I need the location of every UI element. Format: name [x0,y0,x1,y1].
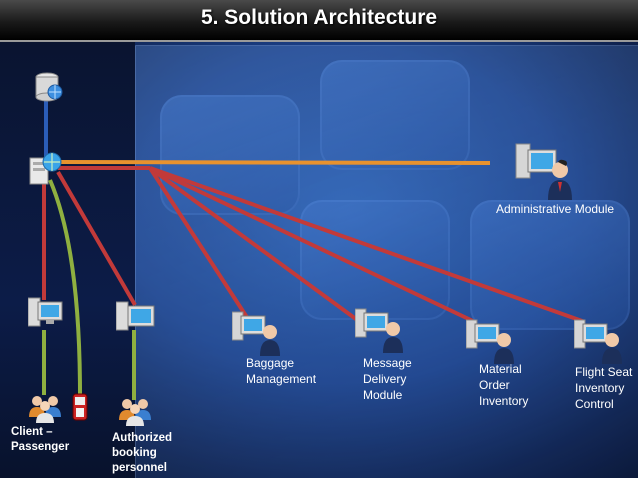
flight-module-label: Flight Seat Inventory Control [575,365,633,411]
link-mobile [48,179,82,396]
user-workstation-icon [514,140,578,207]
client-label: Client – Passenger [11,426,70,453]
left-dark-band [0,40,135,478]
user-workstation-icon [573,316,628,371]
link-authorized-terminal [56,170,137,307]
computer-icon [115,300,156,339]
users-group-icon [118,396,152,431]
link-message [148,166,362,324]
link-baggage [148,166,252,324]
link-flight [149,166,586,324]
computer-icon [27,296,64,335]
link-material [149,166,476,324]
authorized-label: Authorized booking personnel [112,432,173,474]
globe-server-icon [28,152,64,191]
user-workstation-icon [354,305,409,360]
material-module-label: Material Order Inventory [479,362,529,408]
user-workstation-icon [465,316,520,371]
content-panel [135,45,638,478]
page-title: 5. Solution Architecture [200,6,438,29]
admin-module-label: Administrative Module [496,202,615,216]
mobile-phone-icon [72,393,88,426]
user-workstation-icon [231,308,286,363]
background-key [320,60,470,170]
users-group-icon [28,393,62,428]
message-module-label: Message Delivery Module [363,356,412,402]
baggage-module-label: Baggage Management [246,356,317,386]
title-bar: 5. Solution Architecture [0,0,638,42]
link-admin [59,160,491,165]
database-icon [34,72,64,109]
